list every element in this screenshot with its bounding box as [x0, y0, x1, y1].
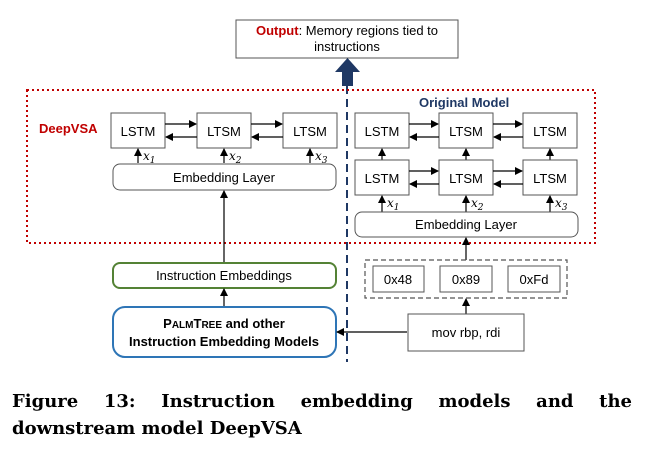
deepvsa-input-arrows	[134, 148, 314, 163]
output-box: Output: Memory regions tied to instructi…	[235, 19, 459, 59]
deepvsa-recurrent-arrows	[165, 120, 283, 141]
original-input-arrows	[378, 195, 554, 212]
svg-text:Output: Memory regions tied to: Output: Memory regions tied to	[256, 23, 438, 38]
model-region	[26, 89, 596, 244]
original-input-3: x3	[555, 196, 568, 213]
deepvsa-input-1: x1	[143, 149, 156, 166]
original-embedding-label: Embedding Layer	[415, 217, 518, 232]
original-top-cell-1: LSTM	[365, 124, 400, 139]
original-bottom-cells: LSTM LTSM LTSM	[354, 159, 578, 196]
deepvsa-cell-2: LTSM	[207, 124, 241, 139]
original-input-2: x2	[471, 196, 484, 213]
deepvsa-embedding-label: Embedding Layer	[173, 170, 276, 185]
deepvsa-cell-3: LTSM	[293, 124, 327, 139]
deepvsa-cells: LSTM LTSM LTSM	[110, 112, 338, 149]
byte-3: 0xFd	[520, 272, 549, 287]
instruction-text: mov rbp, rdi	[432, 325, 501, 340]
deepvsa-title: DeepVSA	[39, 121, 98, 136]
byte-boxes: 0x48 0x89 0xFd	[372, 265, 561, 293]
original-input-1: x1	[387, 196, 400, 213]
byte-1: 0x48	[384, 272, 412, 287]
original-row-arrows	[378, 148, 554, 160]
deepvsa-input-3: x3	[315, 149, 328, 166]
original-model-title: Original Model	[419, 95, 509, 110]
original-bottom-cell-3: LTSM	[533, 171, 567, 186]
original-top-recurrent-arrows	[409, 120, 523, 141]
output-label: Output	[256, 23, 299, 38]
deepvsa-input-2: x2	[229, 149, 242, 166]
original-top-cells: LSTM LTSM LTSM	[354, 112, 578, 149]
palmtree-box	[112, 306, 337, 358]
instruction-embeddings-label: Instruction Embeddings	[156, 268, 292, 283]
palmtree-line-2: Instruction Embedding Models	[129, 334, 319, 349]
original-top-cell-3: LTSM	[533, 124, 567, 139]
output-text-1: : Memory regions tied to	[299, 23, 438, 38]
original-bottom-recurrent-arrows	[409, 167, 523, 188]
output-arrow	[335, 58, 360, 86]
figure-caption: Figure 13: Instruction embedding models …	[12, 391, 632, 439]
original-bottom-cell-1: LSTM	[365, 171, 400, 186]
original-bottom-cell-2: LTSM	[449, 171, 483, 186]
deepvsa-cell-1: LSTM	[121, 124, 156, 139]
original-top-cell-2: LTSM	[449, 124, 483, 139]
instruction-box	[407, 313, 525, 352]
palmtree-line-1: PALMTREE and other	[163, 316, 285, 331]
output-text-2: instructions	[314, 39, 380, 54]
byte-2: 0x89	[452, 272, 480, 287]
